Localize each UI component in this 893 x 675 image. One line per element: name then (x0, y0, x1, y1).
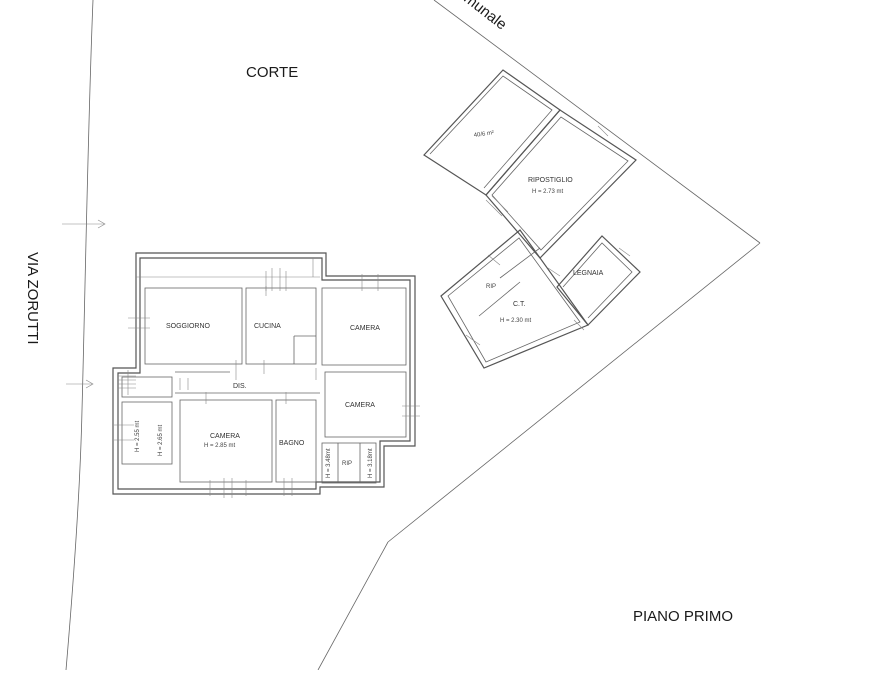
label-corte: CORTE (246, 64, 298, 81)
lot-boundary-lower (317, 541, 389, 671)
label-via-zorutti: VIA ZORUTTI (24, 252, 41, 345)
annex-label-rip: RIP (486, 284, 496, 290)
main-house-plan: SOGGIORNO CUCINA CAMERA CAMERA CAMERA H … (112, 252, 420, 498)
room-height-left-b: H = 2.65 mt (158, 424, 164, 456)
annex-label-legnaia: LEGNAIA (573, 270, 604, 277)
annex-label-ct: C.T. (513, 301, 526, 308)
annex-height-ct: H = 2.30 mt (500, 318, 532, 324)
room-label-cucina: CUCINA (254, 323, 281, 330)
room-label-camera-top: CAMERA (350, 325, 380, 332)
annex-height-ripostiglio: H = 2.73 mt (532, 189, 564, 195)
annex-label-top-room: 40/6 m² (473, 130, 494, 139)
lot-boundary-top (433, 0, 761, 244)
room-height-rip-b: H = 3.18mt (368, 448, 374, 478)
room-label-camera-main: CAMERA (210, 433, 240, 440)
access-arrow-upper (62, 219, 106, 229)
label-comunale-fragment: munale (461, 0, 510, 33)
room-height-rip-a: H = 3.48mt (326, 448, 332, 478)
room-label-rip-small: RIP (342, 461, 352, 467)
room-label-bagno: BAGNO (279, 440, 305, 447)
road-boundary-line (65, 0, 94, 671)
room-label-dis: DIS. (233, 383, 247, 390)
room-height-camera-main: H = 2.85 mt (204, 443, 236, 449)
room-label-camera-right: CAMERA (345, 402, 375, 409)
room-label-soggiorno: SOGGIORNO (166, 323, 211, 330)
lot-boundary-diagonal (387, 242, 761, 543)
room-height-left-a: H = 2.55 mt (135, 420, 141, 452)
access-arrow-lower (66, 379, 94, 389)
annex-plan: 40/6 m² RIPOSTIGLIO H = 2.73 mt LEGNAIA … (423, 69, 641, 369)
label-piano-primo: PIANO PRIMO (633, 608, 733, 625)
annex-label-ripostiglio: RIPOSTIGLIO (528, 177, 573, 184)
